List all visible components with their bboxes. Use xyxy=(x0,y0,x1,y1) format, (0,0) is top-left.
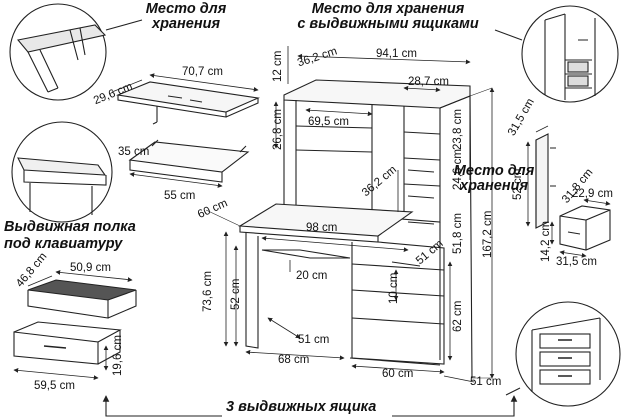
dim-hutch-width: 94,1 cm xyxy=(376,48,417,60)
zoom-circle-wall-shelf xyxy=(9,3,107,101)
leader-line xyxy=(105,19,143,31)
heading-line: Место для xyxy=(145,1,227,17)
zoom-circle-keyboard-shelf xyxy=(11,121,113,223)
dim-upper-height: 26,8 cm xyxy=(272,109,284,150)
wall-shelf xyxy=(111,73,260,125)
door-panel xyxy=(525,125,556,229)
dim-drawer-height-gap: 10 cm xyxy=(388,272,400,304)
dim-desk-height: 73,6 cm xyxy=(202,271,214,312)
dim-drawer-width: 50,9 cm xyxy=(70,262,111,274)
heading-three-drawers: 3 выдвижных ящика xyxy=(226,399,377,415)
heading-line: Выдвижная полка xyxy=(4,219,136,235)
heading-line: хранения xyxy=(460,178,528,194)
dim-wall-shelf-width: 70,7 cm xyxy=(182,66,223,78)
dim-box-width: 22,9 cm xyxy=(572,188,613,200)
dim-shelf-height-1: 23,8 cm xyxy=(452,109,464,150)
zoom-circle-drawer-tower xyxy=(521,5,619,103)
small-drawer-box xyxy=(549,198,611,258)
dim-cabinet-height: 62 cm xyxy=(452,300,464,332)
dim-shelf-height-2: 24,6 cm xyxy=(452,149,464,190)
heading-storage-top-left: Место для хранения xyxy=(126,2,246,32)
keyboard-shelf xyxy=(128,139,250,188)
dim-leg-height: 52 cm xyxy=(230,278,242,310)
heading-line: хранения xyxy=(152,16,220,32)
dim-door-height: 52 cm xyxy=(512,168,524,200)
dim-total-height: 167,2 cm xyxy=(482,210,494,258)
three-drawers-connector xyxy=(102,395,518,417)
dim-desk-width: 98 cm xyxy=(306,222,338,234)
drawer-open xyxy=(27,270,137,319)
drawer-front xyxy=(13,321,122,380)
dim-section-width: 28,7 cm xyxy=(408,76,449,88)
dim-keyboard-depth: 35 cm xyxy=(118,146,150,158)
heading-storage-right: Место для хранения xyxy=(444,164,544,194)
dim-cabinet-width: 60 cm xyxy=(382,368,414,380)
dim-keyboard-gap: 20 cm xyxy=(296,270,328,282)
dim-keyboard-width: 55 cm xyxy=(164,190,196,202)
dim-base-depth: 51 cm xyxy=(470,376,502,388)
dim-left-width: 68 cm xyxy=(278,354,310,366)
heading-line: Место для хранения xyxy=(311,1,465,17)
dim-open-width: 69,5 cm xyxy=(308,116,349,128)
dim-side-height: 51,8 cm xyxy=(452,213,464,254)
dim-box-height: 14,2 cm xyxy=(540,221,552,262)
leader-line xyxy=(505,387,521,396)
zoom-circle-three-drawers xyxy=(515,301,621,407)
heading-storage-drawers: Место для хранения с выдвижными ящиками xyxy=(278,2,498,32)
heading-line: с выдвижными ящиками xyxy=(297,16,479,32)
dim-top-gap: 12 cm xyxy=(272,50,284,82)
dim-drawer-front-width: 59,5 cm xyxy=(34,380,75,392)
heading-keyboard-shelf: Выдвижная полка под клавиатуру xyxy=(4,220,136,252)
dim-bottom-depth: 51 cm xyxy=(298,334,330,346)
desk-main xyxy=(205,46,495,383)
heading-line: под клавиатуру xyxy=(4,236,123,252)
heading-line: Место для xyxy=(453,163,535,179)
dim-box-outer-width: 31,5 cm xyxy=(556,256,597,268)
leader-line xyxy=(494,29,523,41)
dim-drawer-front-height: 19,6 cm xyxy=(112,335,124,376)
